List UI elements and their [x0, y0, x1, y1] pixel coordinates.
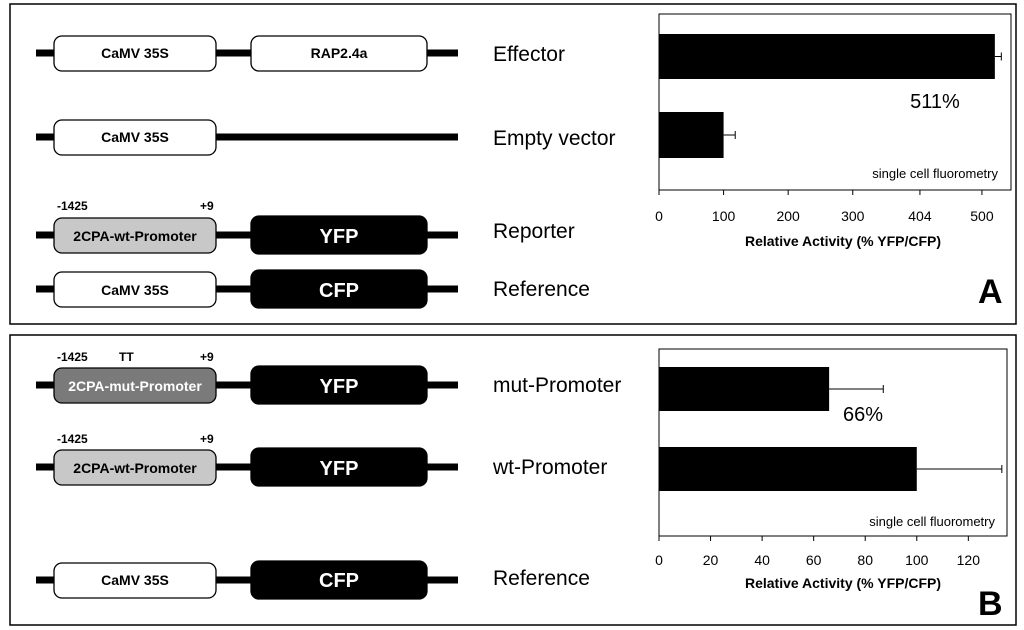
position-left: -1425 — [57, 350, 88, 364]
promoter-box — [53, 449, 217, 486]
x-tick-label: 20 — [703, 552, 719, 568]
promoter-label: CaMV 35S — [101, 129, 169, 145]
row-label-reference-b: Reference — [493, 567, 590, 590]
gene-label: YFP — [320, 458, 359, 480]
x-tick-label: 40 — [754, 552, 770, 568]
x-tick-label: 120 — [957, 552, 981, 568]
row-label-mut-promoter: mut-Promoter — [493, 374, 621, 397]
construct-reference-a: CaMV 35S CFP — [36, 269, 458, 309]
method-note: single cell fluorometry — [869, 514, 995, 529]
gene-box — [250, 560, 428, 600]
row-label-effector: Effector — [493, 43, 565, 66]
x-axis-title: Relative Activity (% YFP/CFP) — [745, 575, 941, 591]
promoter-label: 2CPA-wt-Promoter — [73, 460, 197, 476]
promoter-label: CaMV 35S — [101, 572, 169, 588]
promoter-box — [53, 35, 217, 72]
chart-a: 511% single cell fluorometry 0 100 200 300 404… — [655, 13, 1012, 249]
x-tick-label: 200 — [776, 208, 800, 224]
promoter-label: CaMV 35S — [101, 282, 169, 298]
promoter-label: CaMV 35S — [101, 45, 169, 61]
bar-annotation: 511% — [910, 91, 960, 113]
x-tick-label: 100 — [905, 552, 929, 568]
method-note: single cell fluorometry — [872, 166, 998, 181]
gene-label: YFP — [320, 376, 359, 398]
x-tick-label: 0 — [655, 552, 663, 568]
x-tick-label: 500 — [970, 208, 994, 224]
gene-label: RAP2.4a — [311, 45, 368, 61]
x-tick-label: 60 — [806, 552, 822, 568]
position-right: +9 — [200, 432, 214, 446]
row-label-reference-a: Reference — [493, 278, 590, 301]
promoter-box — [53, 367, 217, 404]
promoter-label: 2CPA-wt-Promoter — [73, 228, 197, 244]
gene-box — [250, 269, 428, 309]
row-label-reporter: Reporter — [493, 220, 575, 243]
position-right: +9 — [200, 350, 214, 364]
promoter-box — [53, 562, 217, 599]
promoter-box — [53, 119, 217, 156]
gene-label: YFP — [320, 226, 359, 248]
gene-box — [250, 35, 428, 72]
bar-annotation: 66% — [843, 404, 883, 426]
construct-empty-vector: CaMV 35S — [36, 119, 458, 156]
gene-label: CFP — [319, 570, 359, 592]
x-axis-title: Relative Activity (% YFP/CFP) — [745, 233, 941, 249]
promoter-box — [53, 271, 217, 308]
promoter-box — [53, 217, 217, 254]
bar — [659, 447, 917, 491]
x-tick-label: 404 — [908, 208, 932, 224]
x-tick-label: 0 — [655, 208, 663, 224]
construct-mut-promoter: 2CPA-mut-Promoter YFP — [36, 365, 458, 405]
position-left: -1425 — [57, 432, 88, 446]
panel-letter-b: B — [978, 585, 1003, 623]
panel-letter-a: A — [978, 273, 1003, 311]
mutation-site-label: TT — [119, 350, 134, 364]
construct-reference-b: CaMV 35S CFP — [36, 560, 458, 600]
bar — [659, 34, 995, 79]
gene-box — [250, 365, 428, 405]
position-left: -1425 — [57, 199, 88, 213]
gene-box — [250, 447, 428, 487]
row-label-empty-vector: Empty vector — [493, 127, 616, 150]
bar — [659, 367, 830, 411]
chart-b: 66% single cell fluorometry 0 20 40 60 80 100 12… — [655, 348, 1008, 591]
position-right: +9 — [200, 199, 214, 213]
x-tick-label: 80 — [857, 552, 873, 568]
bar — [659, 112, 724, 158]
construct-wt-promoter: 2CPA-wt-Promoter YFP — [36, 447, 458, 487]
construct-reporter: 2CPA-wt-Promoter YFP — [36, 215, 458, 255]
row-label-wt-promoter: wt-Promoter — [492, 456, 607, 479]
x-tick-label: 300 — [841, 208, 865, 224]
promoter-label: 2CPA-mut-Promoter — [68, 378, 202, 394]
x-tick-label: 100 — [712, 208, 736, 224]
gene-label: CFP — [319, 280, 359, 302]
gene-box — [250, 215, 428, 255]
construct-effector: CaMV 35S RAP2.4a — [36, 35, 458, 72]
